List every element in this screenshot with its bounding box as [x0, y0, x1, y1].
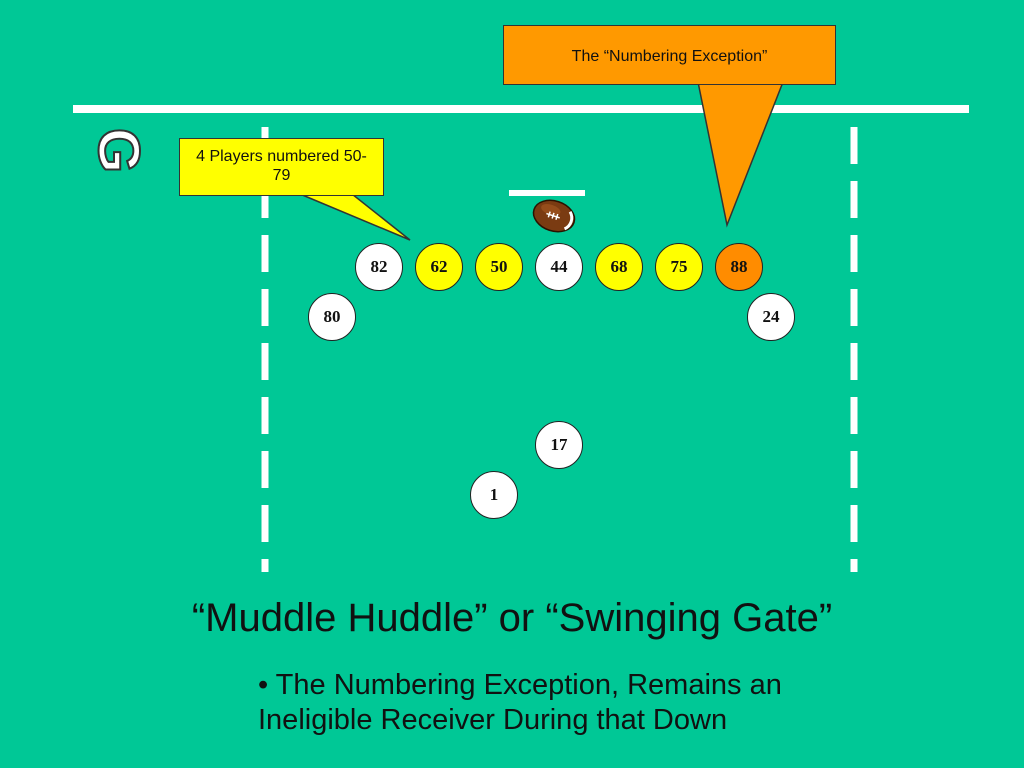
player-62: 62 — [415, 243, 463, 291]
player-50: 50 — [475, 243, 523, 291]
line-of-scrimmage-marker — [509, 190, 585, 196]
player-24: 24 — [747, 293, 795, 341]
player-75: 75 — [655, 243, 703, 291]
player-88: 88 — [715, 243, 763, 291]
player-80: 80 — [308, 293, 356, 341]
player-68: 68 — [595, 243, 643, 291]
yellow-callout-pointer — [299, 193, 411, 241]
player-82: 82 — [355, 243, 403, 291]
slide-title: “Muddle Huddle” or “Swinging Gate” — [191, 596, 833, 640]
player-17: 17 — [535, 421, 583, 469]
football-icon — [532, 199, 576, 233]
numbering-exception-callout: The “Numbering Exception” — [503, 25, 836, 85]
orange-callout-pointer — [697, 81, 785, 228]
goal-line — [73, 105, 969, 113]
yard-marker-label: G — [86, 126, 153, 173]
player-44: 44 — [535, 243, 583, 291]
players-numbered-callout: 4 Players numbered 50-79 — [179, 138, 384, 196]
player-1: 1 — [470, 471, 518, 519]
bullet-point: • The Numbering Exception, Remains an In… — [258, 669, 782, 736]
